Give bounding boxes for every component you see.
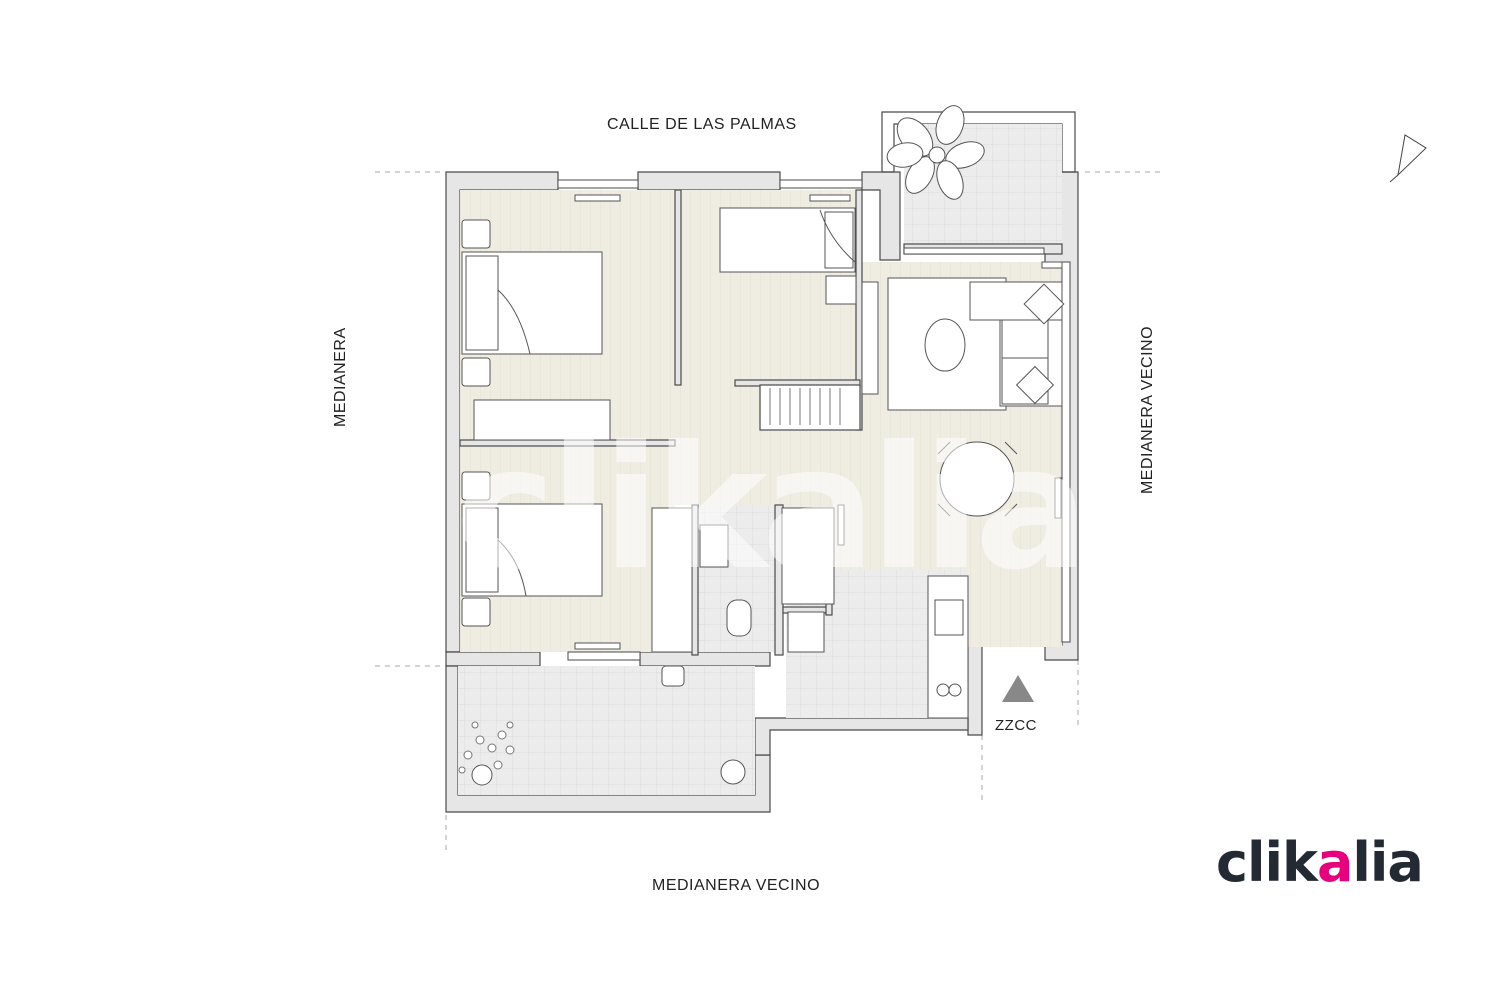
logo-text-accent: a bbox=[1316, 831, 1353, 894]
wardrobe bbox=[473, 399, 611, 441]
windows bbox=[557, 179, 1071, 661]
toilet bbox=[726, 599, 752, 637]
neighbor-label-right: MEDIANERA VECINO bbox=[1139, 325, 1156, 495]
wardrobe-hangers bbox=[769, 388, 841, 425]
hob-2 bbox=[948, 683, 962, 697]
radiators bbox=[574, 194, 1063, 650]
coffee-table bbox=[924, 318, 966, 372]
plant-icon bbox=[886, 105, 985, 200]
bathtub bbox=[781, 507, 835, 605]
terrace-bottom bbox=[458, 665, 746, 786]
wardrobe bbox=[651, 507, 693, 653]
plant-pot bbox=[471, 764, 493, 786]
logo-text-start: clik bbox=[1216, 831, 1318, 894]
kitchen bbox=[787, 575, 969, 719]
drain bbox=[720, 759, 746, 785]
bedroom-1 bbox=[461, 219, 611, 441]
logo-text-end: lia bbox=[1352, 831, 1423, 894]
bedroom-3 bbox=[461, 471, 693, 653]
boundary-lines bbox=[375, 171, 1160, 855]
neighbor-label-bottom: MEDIANERA VECINO bbox=[652, 877, 821, 894]
bedroom-2 bbox=[719, 207, 857, 425]
hob-1 bbox=[936, 683, 950, 697]
party-wall-label-left: MEDIANERA bbox=[332, 327, 350, 427]
plant-icon bbox=[458, 721, 515, 774]
dining-table bbox=[939, 441, 1015, 517]
common-areas-label: ZZCC bbox=[995, 717, 1037, 734]
living-room bbox=[861, 277, 1065, 517]
washbasin bbox=[699, 524, 729, 568]
chairs bbox=[937, 441, 1018, 517]
bathroom bbox=[699, 507, 835, 637]
street-label-top: CALLE DE LAS PALMAS bbox=[607, 116, 797, 133]
north-arrow-icon bbox=[1389, 134, 1427, 183]
entrance-triangle-icon bbox=[1002, 675, 1034, 702]
sink bbox=[934, 599, 964, 636]
